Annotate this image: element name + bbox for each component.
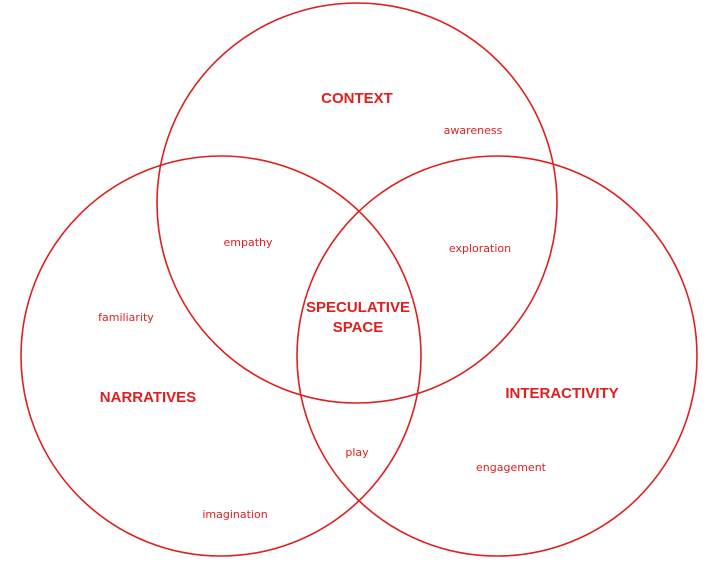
context-circle bbox=[156, 2, 558, 404]
term-awareness: awareness bbox=[444, 124, 503, 137]
narratives-title: NARRATIVES bbox=[100, 389, 196, 406]
interactivity-circle bbox=[296, 155, 698, 557]
interactivity-title: INTERACTIVITY bbox=[505, 385, 618, 402]
term-play: play bbox=[345, 446, 369, 459]
term-familiarity: familiarity bbox=[98, 311, 154, 324]
center-label-line2: SPACE bbox=[333, 319, 384, 336]
center-label-line1: SPECULATIVE bbox=[306, 299, 410, 316]
context-title: CONTEXT bbox=[321, 90, 393, 107]
term-empathy: empathy bbox=[223, 236, 272, 249]
term-exploration: exploration bbox=[449, 242, 511, 255]
term-imagination: imagination bbox=[202, 508, 267, 521]
narratives-circle bbox=[20, 155, 422, 557]
term-engagement: engagement bbox=[476, 461, 547, 474]
